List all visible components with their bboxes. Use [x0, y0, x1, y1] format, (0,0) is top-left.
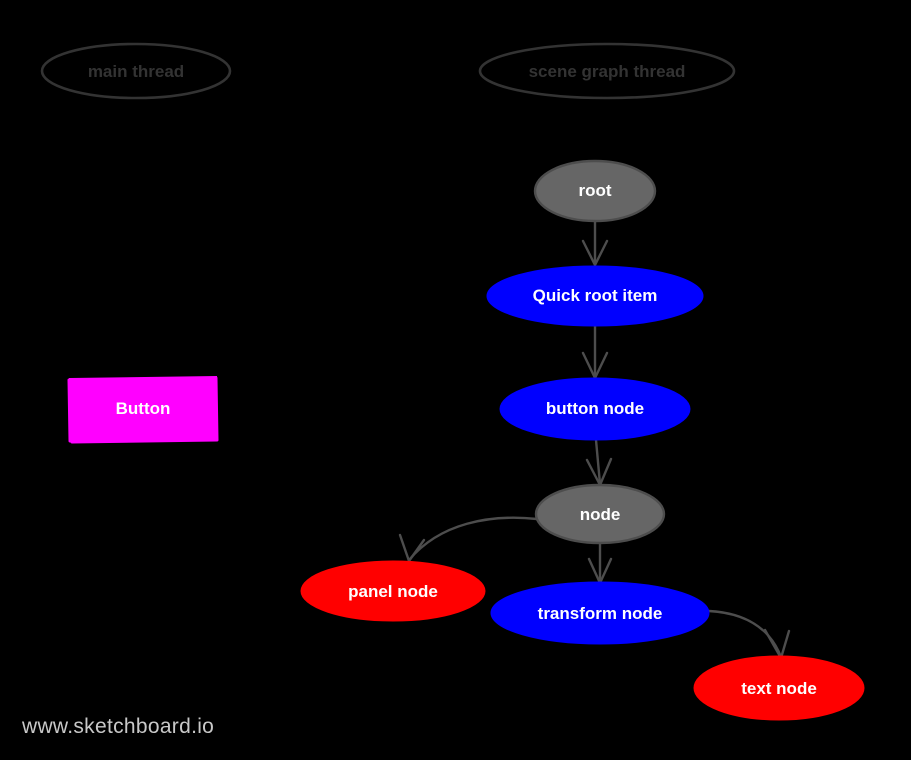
node-button-sketch-outline	[67, 376, 219, 444]
node-button-shape[interactable]	[68, 375, 219, 443]
arrowhead-icon	[763, 628, 791, 660]
node-text-node-shape[interactable]	[693, 655, 865, 721]
node-shape-layer	[67, 159, 865, 721]
edge-transform-node-to-text-node[interactable]	[708, 609, 791, 660]
arrowhead-icon	[581, 239, 609, 267]
lane-scene-graph-thread-label: scene graph thread	[528, 62, 686, 81]
edge-root-to-quick-root-item[interactable]	[581, 221, 609, 267]
lane-scene-graph-thread-shape[interactable]	[478, 42, 736, 100]
node-transform-node-shape[interactable]	[490, 581, 710, 645]
sketchboard-watermark: www.sketchboard.io	[22, 715, 215, 738]
lane-main-thread-label: main thread	[87, 62, 185, 81]
lane-layer	[40, 42, 736, 100]
edge-node-to-transform-node[interactable]	[587, 543, 613, 585]
node-quick-root-item-shape[interactable]	[486, 265, 704, 327]
edge-quick-root-item-to-button-node[interactable]	[581, 326, 609, 380]
lane-main-thread-shape[interactable]	[40, 42, 232, 100]
node-node-shape[interactable]	[534, 483, 666, 545]
edge-button-node-to-node[interactable]	[585, 439, 613, 487]
node-root-shape[interactable]	[533, 159, 657, 223]
node-panel-node-shape[interactable]	[300, 560, 486, 622]
edge-node-to-panel-node[interactable]	[398, 516, 538, 563]
node-button-node-shape[interactable]	[499, 377, 691, 441]
